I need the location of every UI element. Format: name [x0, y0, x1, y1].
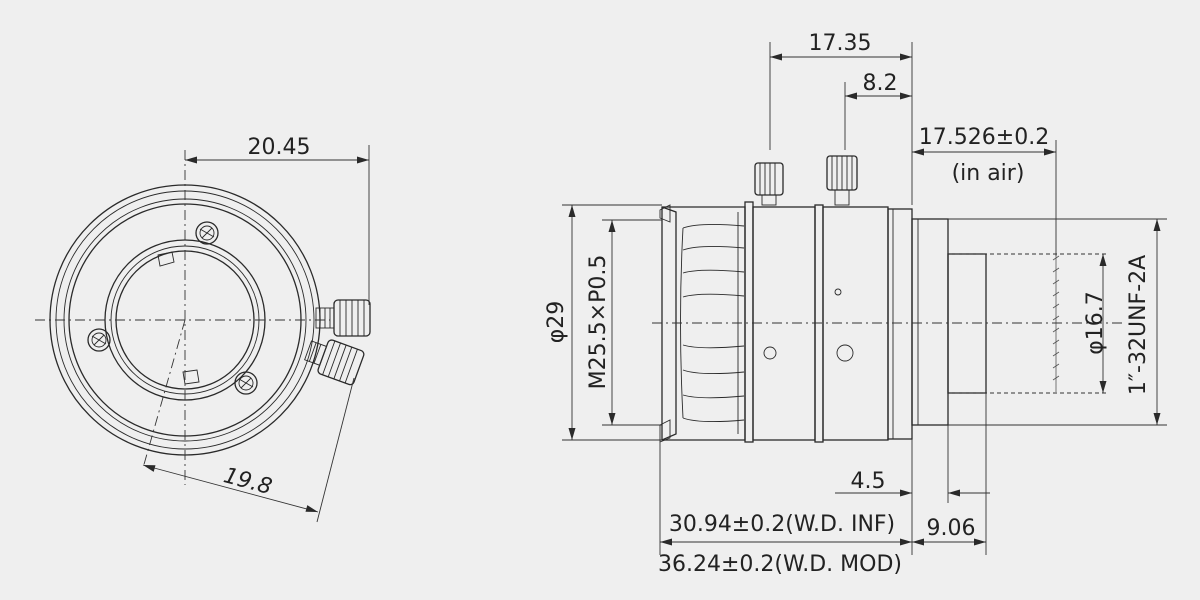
focus-grip — [659, 204, 746, 443]
barrel-3 — [814, 204, 824, 443]
dim-19-8-label: 19.8 — [221, 463, 275, 500]
front-screw-1 — [195, 221, 219, 245]
mount-flange — [911, 218, 949, 426]
dim-mount-thread-label: 1″-32UNF-2A — [1126, 255, 1151, 395]
front-thumbscrew-1 — [315, 299, 371, 337]
dim-4-5-label: 4.5 — [851, 469, 886, 494]
side-thumbscrew-2 — [826, 155, 858, 206]
side-view: 17.35 8.2 17.526±0.2 (in air) φ29 M25.5×… — [544, 31, 1167, 577]
dim-wd-inf-label: 30.94±0.2(W.D. INF) — [669, 512, 895, 537]
front-view: 20.45 19.8 — [35, 135, 371, 523]
dim-8-2-label: 8.2 — [863, 71, 898, 96]
dim-flange-back-note: (in air) — [952, 161, 1025, 186]
dim-flange-back-label: 17.526±0.2 — [919, 125, 1049, 150]
dim-phi29-label: φ29 — [544, 301, 569, 344]
barrel-2 — [752, 206, 816, 441]
dim-wd-mod-label: 36.24±0.2(W.D. MOD) — [658, 552, 902, 577]
front-screw-2 — [87, 328, 111, 352]
barrel-1 — [744, 201, 754, 443]
front-screw-3 — [234, 371, 258, 395]
barrel-4 — [822, 206, 889, 441]
dim-17-35-label: 17.35 — [809, 31, 872, 56]
dim-phi16-7-label: φ16.7 — [1083, 291, 1108, 355]
thread-hatch — [1052, 255, 1060, 392]
barrel-5 — [887, 208, 913, 440]
dim-19-8-line — [142, 464, 319, 513]
dim-20-45-label: 20.45 — [248, 135, 311, 160]
dim-9-06-label: 9.06 — [927, 516, 976, 541]
side-thumbscrew-1 — [754, 162, 784, 206]
mount-thread — [947, 253, 987, 394]
front-thumbscrew-2 — [304, 339, 365, 386]
dim-filter-thread-label: M25.5×P0.5 — [586, 255, 611, 390]
